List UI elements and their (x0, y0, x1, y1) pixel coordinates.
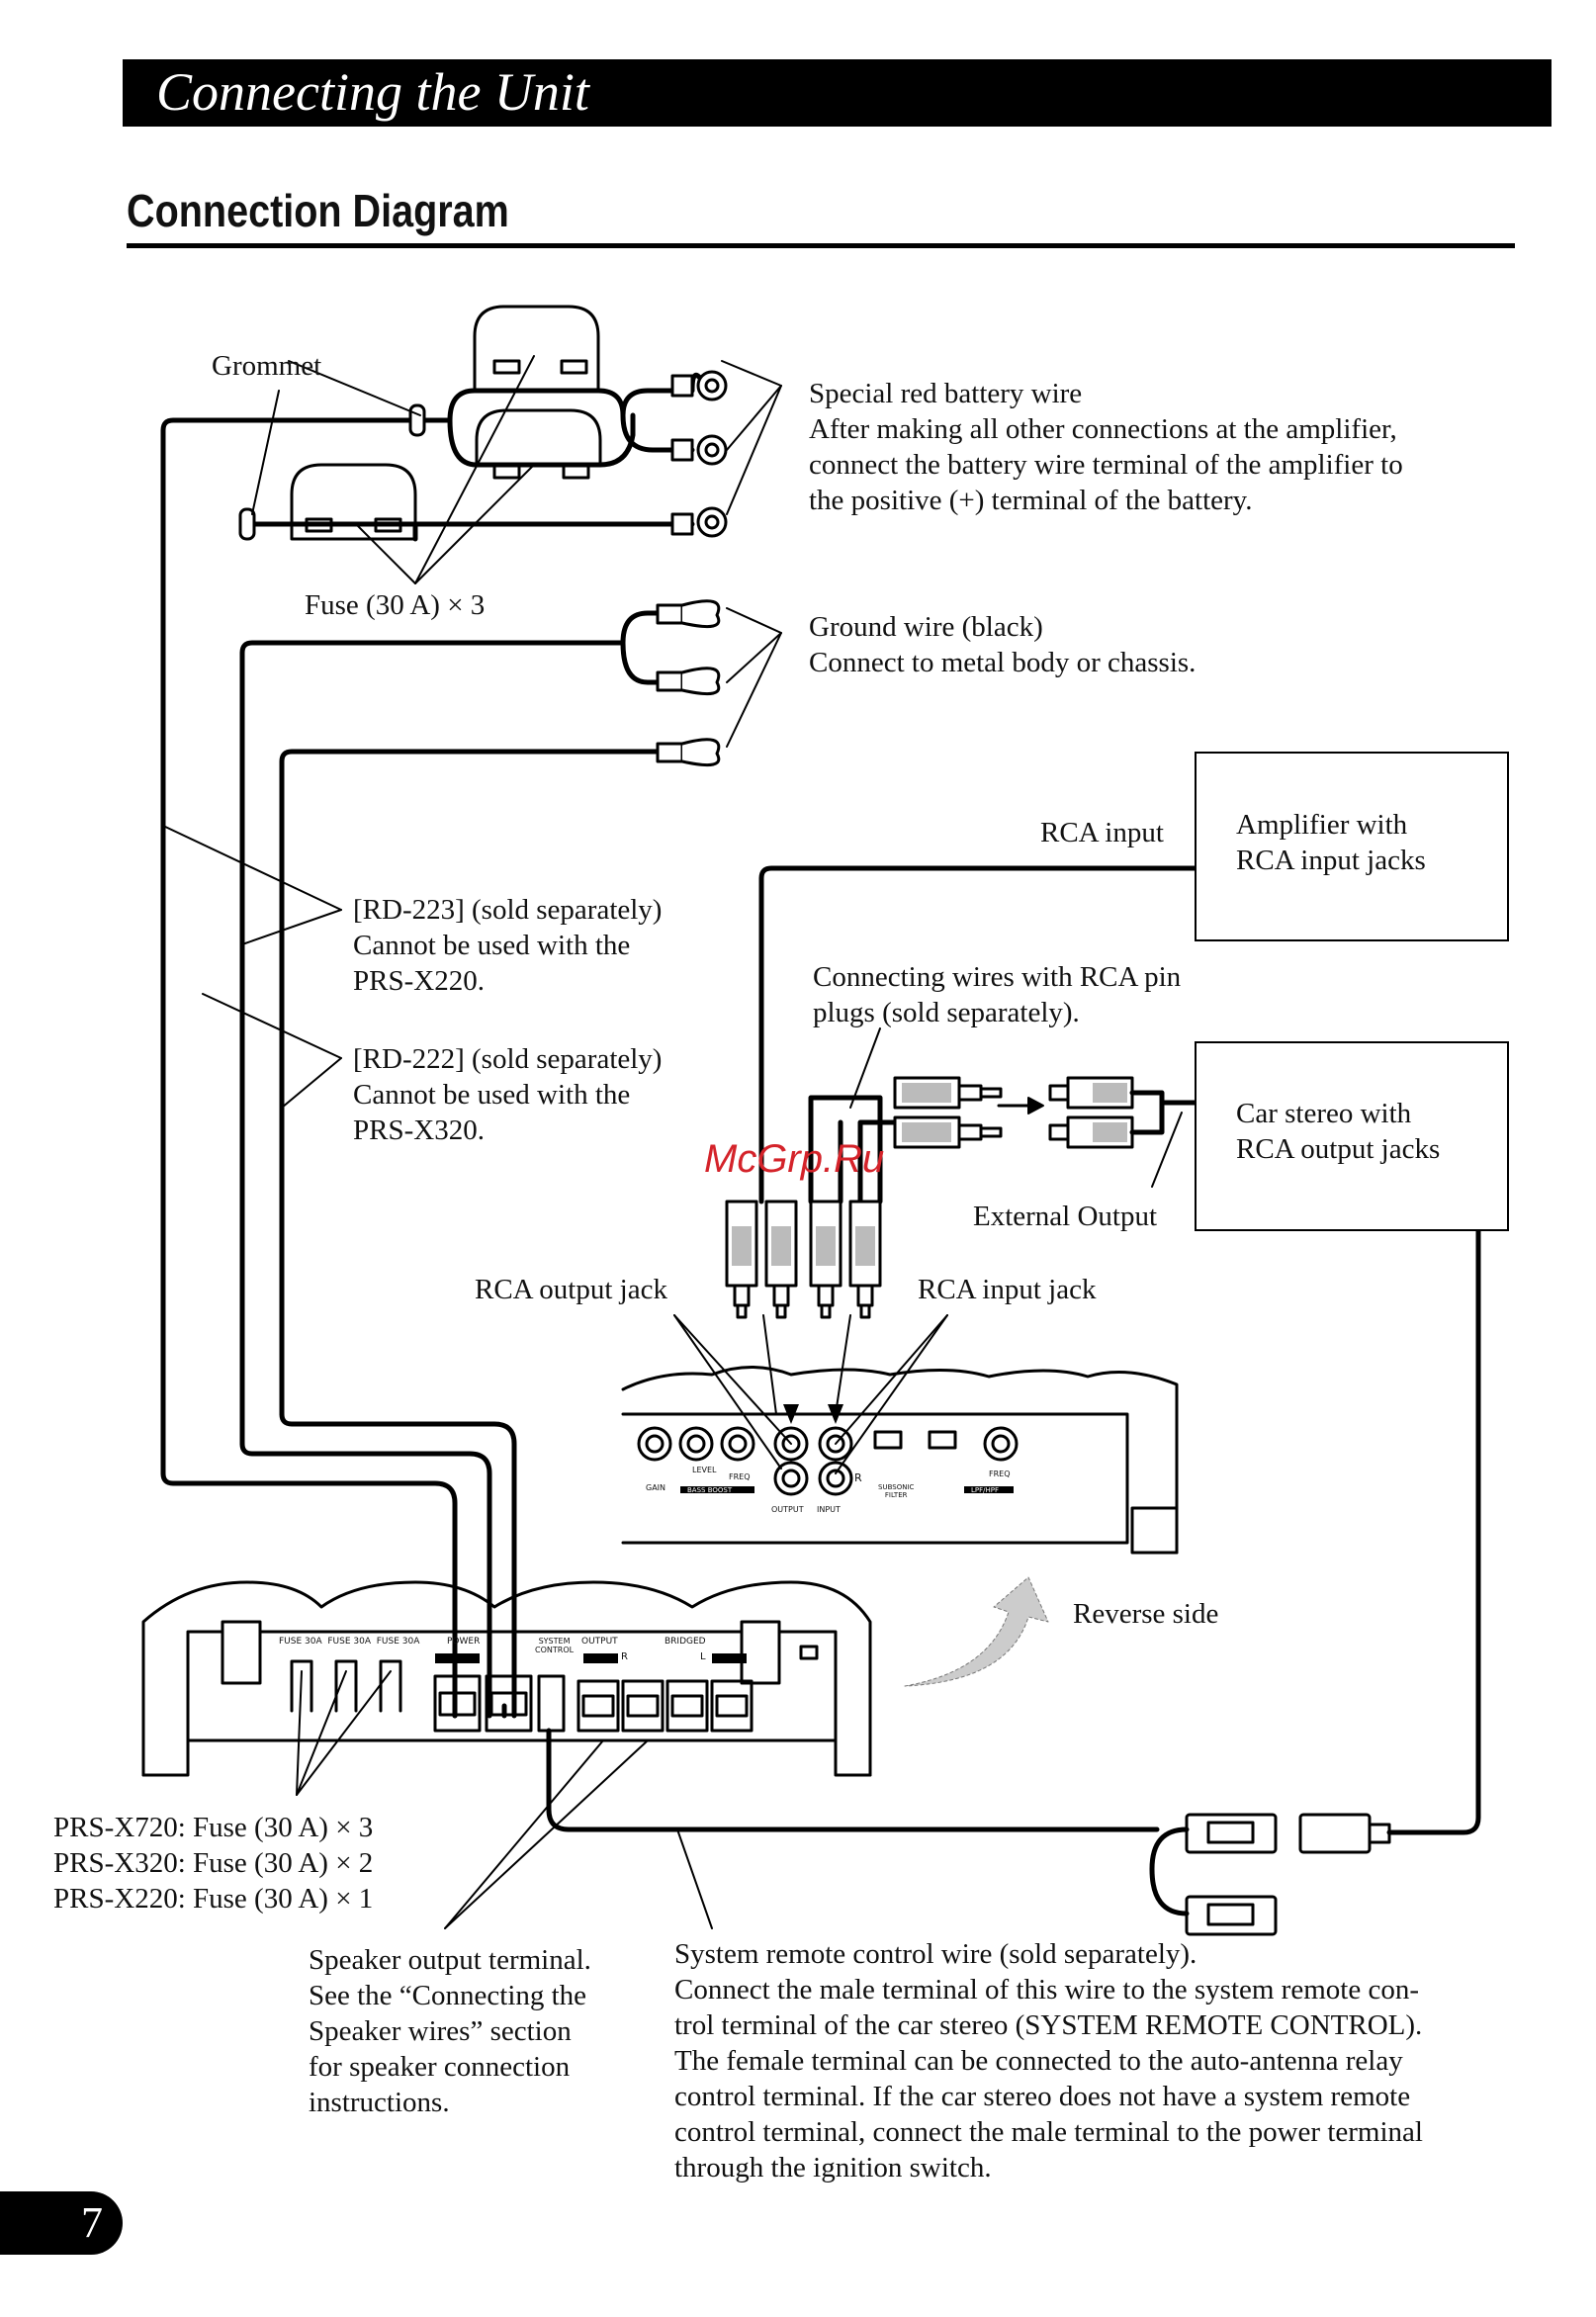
rca-plug-hatch (902, 1083, 1127, 1142)
power-wire-outer (160, 1411, 517, 1719)
level-label: LEVEL (692, 1466, 717, 1474)
front-input-label: INPUT (817, 1505, 841, 1514)
fuse-pointers (162, 355, 1183, 1929)
grommet (238, 403, 426, 541)
front-output-label: OUTPUT (771, 1505, 804, 1514)
rd222-note: [RD-222] (sold separately)Cannot be used… (353, 1043, 663, 1146)
fuse-panel-labels: FUSE 30A FUSE 30A FUSE 30A (279, 1637, 420, 1647)
watermark: McGrp.Ru (704, 1137, 885, 1181)
battery-ring-terminals (670, 370, 728, 538)
car-stereo-box (1195, 1041, 1509, 1231)
lpf-hpf-label: LPF/HPF (971, 1486, 1000, 1494)
rd223-note: [RD-223] (sold separately)Cannot be used… (353, 894, 663, 997)
grommet-label: Grommet (212, 350, 322, 382)
section-title: Connection Diagram (127, 185, 509, 236)
front-panel-bars (680, 1486, 1014, 1493)
remote-connectors (1185, 1813, 1391, 1936)
ground-terminals (656, 599, 721, 767)
freq-label: FREQ (729, 1472, 751, 1481)
remote-wire-note: System remote control wire (sold separat… (674, 1938, 1423, 2183)
gain-label: GAIN (646, 1483, 666, 1492)
output-panel-label: OUTPUT (581, 1637, 618, 1647)
output-bars (435, 1653, 747, 1663)
reverse-side-label: Reverse side (1073, 1598, 1219, 1630)
header-banner: Connecting the Unit (123, 59, 1552, 127)
power-panel-label: POWER (447, 1637, 481, 1647)
rca-input-jack-label: RCA input jack (918, 1274, 1097, 1305)
jack-pointers (673, 1314, 948, 1474)
amplifier-rear-panel (141, 1580, 872, 1777)
front-r-label: R (854, 1471, 862, 1484)
rca-input-label: RCA input (1040, 817, 1164, 848)
rca-output-jack-label: RCA output jack (475, 1274, 667, 1305)
bridged-panel-label: BRIDGED (665, 1637, 706, 1647)
lpf-freq-label: FREQ (989, 1470, 1011, 1478)
front-panel (621, 1366, 1179, 1555)
bass-boost-label: BASS BOOST (687, 1486, 733, 1494)
fuse-holder-2 (475, 408, 602, 467)
page-number-tab: 7 (0, 2191, 123, 2255)
fuse-holder-3 (290, 463, 417, 541)
ground-wire-note: Ground wire (black)Connect to metal body… (809, 611, 1197, 678)
fuse-label: Fuse (30 A) × 3 (305, 589, 486, 621)
speaker-terminal-note: Speaker output terminal.See the “Connect… (309, 1944, 591, 2118)
page-number: 7 (81, 2198, 103, 2247)
output-r-label: R (621, 1651, 628, 1662)
page-title: Connecting the Unit (156, 62, 589, 122)
external-output-label: External Output (973, 1201, 1158, 1232)
output-l-label: L (700, 1651, 706, 1662)
fuse-holder-1 (473, 305, 600, 393)
reverse-side-arrow (904, 1576, 1049, 1687)
amplifier-box (1195, 752, 1509, 941)
ground-wires (239, 610, 675, 1447)
section-divider (127, 243, 1515, 248)
